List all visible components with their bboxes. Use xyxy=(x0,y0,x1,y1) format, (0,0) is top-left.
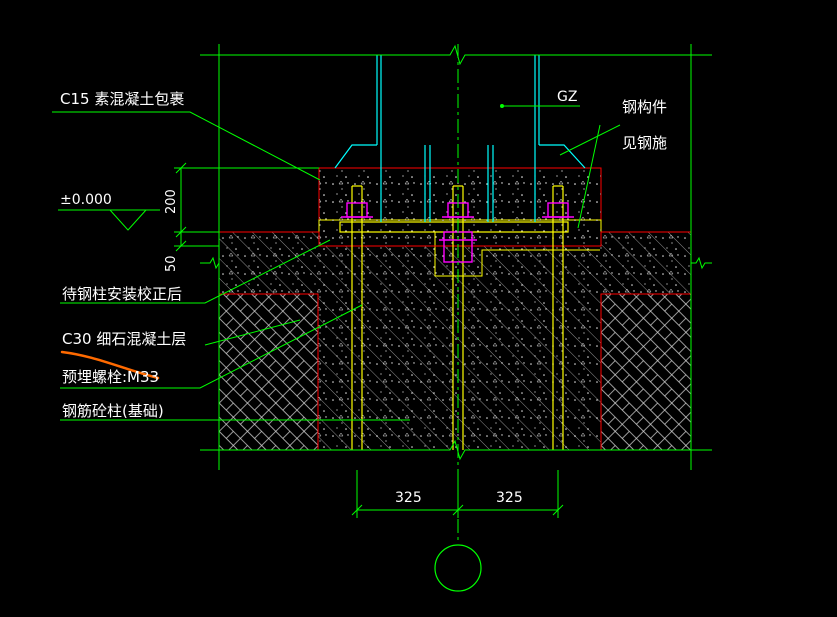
leader-lines xyxy=(52,104,621,421)
label-c30-grout-layer: C30 细石混凝土层 xyxy=(62,330,186,348)
label-dim-50: 50 xyxy=(164,255,179,272)
label-dim-200: 200 xyxy=(164,189,179,214)
vertical-dimensions xyxy=(174,162,319,252)
anchor-bolt-left xyxy=(351,185,363,450)
label-dim-right-325: 325 xyxy=(496,490,523,506)
label-steel-member: 钢构件 xyxy=(622,98,667,116)
annotation-labels: C15 素混凝土包裹 GZ 钢构件 见钢施 ±0.000 200 50 待钢柱安… xyxy=(60,89,667,506)
bolt-nuts xyxy=(341,202,574,263)
horizontal-dimensions xyxy=(351,470,564,518)
anchor-bolt-center xyxy=(452,185,464,450)
label-see-steel-drawings: 见钢施 xyxy=(622,134,667,152)
label-rc-pier: 钢筋砼柱(基础) xyxy=(62,402,164,420)
shear-key-pocket xyxy=(434,232,600,277)
foundation-top-edge xyxy=(219,231,691,247)
steel-column xyxy=(334,55,586,222)
side-pier-right xyxy=(600,293,691,450)
elevation-marker xyxy=(58,209,160,231)
label-anchor-bolt: 预埋螺栓:M33 xyxy=(62,368,159,386)
c15-encasement-block xyxy=(318,167,602,221)
c30-grout-layer xyxy=(318,219,602,247)
label-c15-encasement: C15 素混凝土包裹 xyxy=(60,90,184,108)
grid-axis-bubble xyxy=(434,544,482,592)
label-elevation: ±0.000 xyxy=(60,192,112,208)
handwritten-markup-stroke xyxy=(60,350,160,380)
anchor-bolts xyxy=(351,185,564,450)
side-pier-left xyxy=(219,293,319,450)
anchor-bolt-right xyxy=(552,185,564,450)
label-gz: GZ xyxy=(557,89,577,105)
label-dim-left-325: 325 xyxy=(395,490,422,506)
label-after-column-alignment: 待钢柱安装校正后 xyxy=(62,285,182,303)
frame-lines xyxy=(200,44,712,540)
